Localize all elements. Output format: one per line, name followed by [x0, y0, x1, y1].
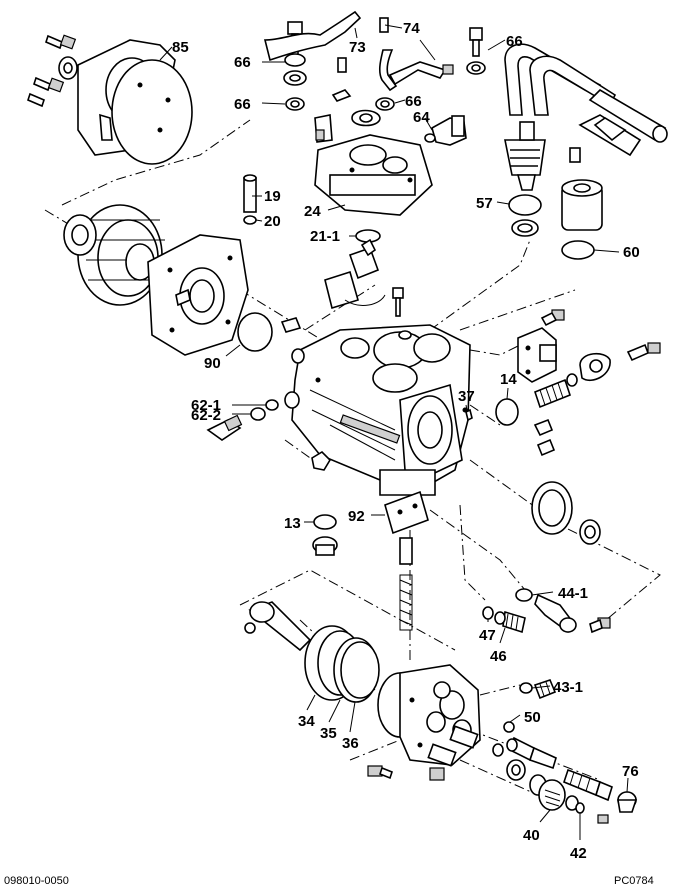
pin-37	[465, 408, 473, 422]
callout-76: 76	[622, 763, 639, 780]
callout-92: 92	[348, 508, 365, 525]
bolt-42	[575, 802, 609, 824]
stop-solenoid-57	[504, 121, 546, 237]
callout-85: 85	[172, 39, 189, 56]
banjo-parts	[263, 10, 454, 141]
oring-21-1	[355, 229, 381, 243]
callout-34: 34	[298, 713, 315, 730]
callout-66-mid-left: 66	[234, 96, 251, 113]
cap-76	[617, 791, 638, 813]
callout-64: 64	[413, 109, 430, 126]
oring-14	[495, 398, 519, 426]
right-bolt-66	[466, 27, 486, 75]
bolt-44	[589, 617, 611, 634]
distributor-head	[377, 664, 481, 767]
solenoid-housing-60	[561, 147, 603, 260]
callout-62-1: 62-1	[191, 397, 221, 414]
flange-bolts	[27, 34, 78, 108]
timer-cover	[517, 327, 557, 383]
callout-35: 35	[320, 725, 337, 742]
pump-housing	[284, 324, 471, 496]
bracket-92	[384, 490, 429, 535]
oring-62-1	[265, 399, 279, 411]
oring-43-1	[519, 682, 533, 694]
bolt-right-upper	[540, 309, 565, 327]
key-piece	[280, 317, 302, 333]
callout-66-top-right: 66	[506, 33, 523, 50]
callout-66-top-left: 66	[234, 54, 251, 71]
ring-40	[538, 779, 579, 811]
callouts: 85 73 74 66 66 66 66 64 19 20 24 21-1 57…	[172, 20, 640, 862]
callout-42: 42	[570, 845, 587, 862]
callout-21-1: 21-1	[310, 228, 340, 245]
callout-90: 90	[204, 355, 221, 372]
drawing-number: 098010-0050	[4, 875, 69, 887]
callout-60: 60	[623, 244, 640, 261]
callout-44-1: 44-1	[558, 585, 588, 602]
plug-46	[494, 610, 526, 634]
end-plate	[147, 234, 249, 356]
callout-57: 57	[476, 195, 493, 212]
drive-shaft	[244, 601, 312, 652]
oring-47	[482, 606, 494, 620]
ring-35-36	[333, 637, 380, 703]
fuel-pipes	[504, 43, 668, 157]
callout-20: 20	[264, 213, 281, 230]
callout-19: 19	[264, 188, 281, 205]
oring-44-1	[515, 588, 533, 602]
drive-flange-85	[77, 39, 193, 165]
fitting-44	[534, 593, 577, 634]
spring-piston	[534, 342, 661, 409]
callout-37: 37	[458, 388, 475, 405]
washer-13	[313, 514, 337, 530]
callout-46: 46	[490, 648, 507, 665]
leader-lines	[159, 24, 629, 840]
pin-19-20	[243, 174, 257, 225]
washer-50	[503, 721, 515, 733]
sensor-connector	[324, 238, 386, 310]
sensor-64	[424, 115, 467, 146]
oring-90	[237, 312, 273, 352]
valve-right	[563, 768, 613, 802]
plug-small	[579, 519, 601, 545]
gasket-ring	[531, 481, 573, 535]
drive-gear	[63, 204, 166, 306]
bolt-lower-left	[367, 765, 393, 780]
callout-73: 73	[349, 39, 366, 56]
fitting-43	[533, 679, 557, 700]
callout-13: 13	[284, 515, 301, 532]
plunger-spring	[399, 537, 413, 631]
callout-36: 36	[342, 735, 359, 752]
callout-74: 74	[403, 20, 420, 37]
callout-14: 14	[500, 371, 517, 388]
callout-66-mid-right: 66	[405, 93, 422, 110]
plug-13	[312, 536, 338, 556]
nut	[311, 450, 332, 471]
bolt-top-housing	[392, 287, 404, 317]
small-blocks	[533, 418, 556, 457]
delivery-valve	[506, 736, 557, 770]
figure-code: PC0784	[614, 875, 654, 887]
governor-cover-24	[314, 114, 433, 216]
oring-62-2	[250, 407, 266, 421]
callout-40: 40	[523, 827, 540, 844]
callout-24: 24	[304, 203, 321, 220]
fitting-62	[206, 414, 243, 441]
callout-47: 47	[479, 627, 496, 644]
callout-43-1: 43-1	[553, 679, 583, 696]
bolt-lower-mid	[429, 767, 445, 781]
callout-50: 50	[524, 709, 541, 726]
callout-62-2: 62-2	[191, 407, 221, 424]
